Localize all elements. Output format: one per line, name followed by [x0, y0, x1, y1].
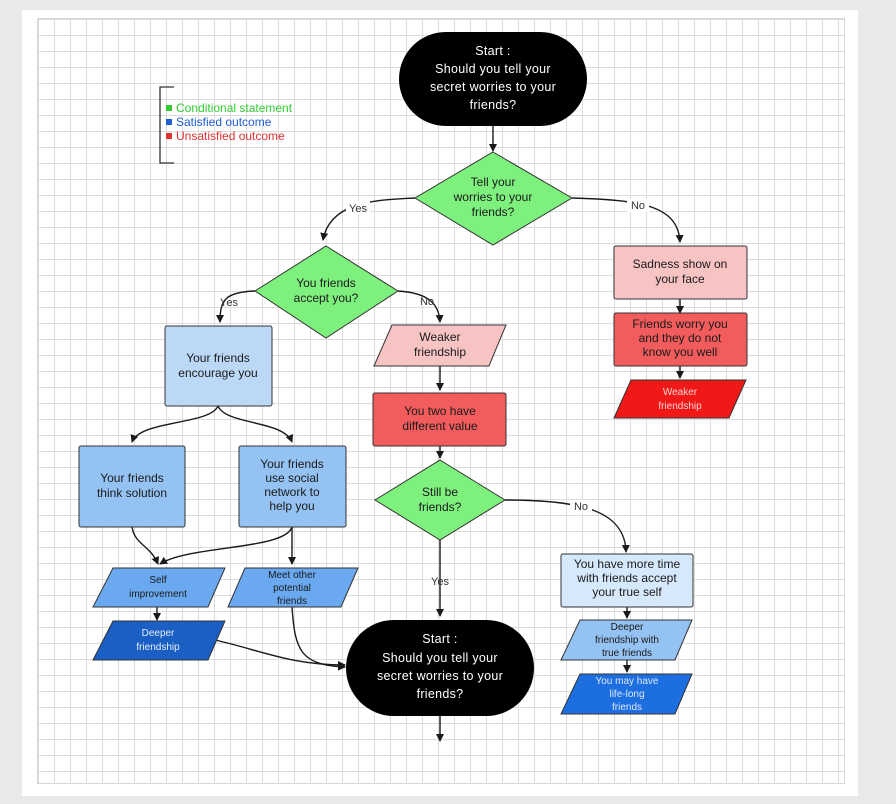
- sadness-line-1: Sadness show on: [633, 257, 728, 271]
- legend-unsatisfied: Unsatisfied outcome: [176, 129, 285, 143]
- legend-satisfied: Satisfied outcome: [176, 115, 272, 129]
- edge-label-no-1: No: [631, 200, 645, 212]
- legend-conditional: Conditional statement: [176, 101, 293, 115]
- think-line-2: think solution: [97, 486, 167, 500]
- edge-label-yes-2: Yes: [220, 297, 238, 309]
- node-weaker-right: Weaker friendship: [613, 379, 747, 419]
- node-sadness: Sadness show on your face: [613, 245, 748, 300]
- edge-tell-no: [571, 197, 684, 243]
- node-self-improvement: Self improvement: [92, 567, 226, 608]
- node-meet-friends: Meet other potential friends: [227, 567, 359, 608]
- edge-label-no-2: No: [420, 296, 434, 308]
- node-deeper-left: Deeper friendship: [92, 620, 226, 661]
- still-line-2: friends?: [419, 500, 462, 514]
- edge-label-yes-3: Yes: [431, 576, 449, 588]
- legend-swatch-conditional: [166, 105, 172, 111]
- edge-label-yes-1: Yes: [349, 203, 367, 215]
- legend-bracket: [159, 86, 174, 164]
- node-still-friends: Still be friends?: [374, 459, 506, 541]
- node-life-long: You may have life-long friends: [560, 673, 693, 715]
- edge-labels: Yes No Yes No Yes No: [220, 199, 649, 588]
- self-line-1: Self: [149, 575, 166, 586]
- edge-accept-yes: [216, 290, 256, 323]
- tell-line-1: Tell your: [471, 175, 516, 189]
- weaker-right-line-2: friendship: [658, 401, 702, 412]
- edge-accept-no: [397, 290, 444, 323]
- tell-line-2: worries to your: [453, 190, 533, 204]
- different-line-1: You two have: [404, 404, 476, 418]
- social-line-3: network to: [264, 485, 320, 499]
- node-weaker-mid: Weaker friendship: [373, 324, 507, 367]
- start-bottom-line-3: secret worries to your: [377, 669, 503, 683]
- think-line-1: Your friends: [100, 471, 164, 485]
- meet-line-1: Meet other: [268, 570, 316, 581]
- start-top-line-3: secret worries to your: [430, 80, 556, 94]
- edge-encourage-think: [130, 405, 219, 443]
- tell-line-3: friends?: [472, 205, 515, 219]
- deeper-true-line-1: Deeper: [611, 622, 644, 633]
- social-line-2: use social: [265, 471, 318, 485]
- lifelong-line-1: You may have: [595, 676, 658, 687]
- weaker-right-line-1: Weaker: [663, 387, 698, 398]
- weaker-mid-line-2: friendship: [414, 345, 466, 359]
- lifelong-line-2: life-long: [609, 689, 644, 700]
- node-worry-not-know: Friends worry you and they do not know y…: [613, 312, 748, 367]
- accept-line-2: accept you?: [294, 291, 359, 305]
- start-top-line-4: friends?: [470, 98, 517, 112]
- node-think-solution: Your friends think solution: [78, 445, 186, 528]
- node-social-network: Your friends use social network to help …: [238, 445, 347, 528]
- accept-line-1: You friends: [296, 276, 356, 290]
- lifelong-line-3: friends: [612, 702, 642, 713]
- deeper-true-line-3: true friends: [602, 648, 652, 659]
- encourage-line-1: Your friends: [186, 351, 250, 365]
- legend-swatch-unsatisfied: [166, 133, 172, 139]
- edge-social-self: [159, 526, 293, 565]
- start-bottom-line-1: Start :: [422, 632, 457, 646]
- weaker-mid-line-1: Weaker: [419, 330, 460, 344]
- node-start-top: Start : Should you tell your secret worr…: [399, 32, 587, 126]
- deeper-left-line-2: friendship: [136, 642, 180, 653]
- node-encourage: Your friends encourage you: [164, 325, 273, 407]
- start-bottom-line-4: friends?: [417, 687, 464, 701]
- meet-line-3: friends: [277, 596, 307, 607]
- start-top-line-1: Start :: [475, 44, 510, 58]
- node-deeper-true: Deeper friendship with true friends: [560, 619, 693, 661]
- deeper-left-line-1: Deeper: [142, 628, 175, 639]
- more-line-2: with friends accept: [576, 571, 677, 585]
- legend-swatch-satisfied: [166, 119, 172, 125]
- more-line-3: your true self: [592, 585, 662, 599]
- more-line-1: You have more time: [574, 557, 681, 571]
- worry-line-1: Friends worry you: [632, 317, 727, 331]
- social-line-1: Your friends: [260, 457, 324, 471]
- edge-deeper-start: [214, 639, 346, 669]
- social-line-4: help you: [269, 499, 314, 513]
- still-line-1: Still be: [422, 485, 458, 499]
- node-tell-worries: Tell your worries to your friends?: [414, 151, 573, 246]
- edge-label-no-3: No: [574, 501, 588, 513]
- edge-think-self: [131, 526, 159, 565]
- deeper-true-line-2: friendship with: [595, 635, 659, 646]
- edge-meet-start: [291, 606, 346, 671]
- node-start-bottom: Start : Should you tell your secret worr…: [346, 620, 534, 716]
- node-different-value: You two have different value: [372, 392, 507, 447]
- legend: Conditional statement Satisfied outcome …: [159, 86, 293, 164]
- start-bottom-line-2: Should you tell your: [382, 651, 498, 665]
- edge-encourage-social: [217, 405, 294, 443]
- worry-line-2: and they do not: [639, 331, 722, 345]
- edges: [130, 126, 684, 742]
- self-line-2: improvement: [129, 589, 187, 600]
- encourage-line-2: encourage you: [178, 366, 257, 380]
- node-accept: You friends accept you?: [254, 245, 399, 339]
- node-more-time: You have more time with friends accept y…: [560, 553, 694, 608]
- sadness-line-2: your face: [655, 272, 705, 286]
- start-top-line-2: Should you tell your: [435, 62, 551, 76]
- edge-still-no: [504, 499, 630, 553]
- different-line-2: different value: [402, 419, 477, 433]
- worry-line-3: know you well: [643, 345, 718, 359]
- meet-line-2: potential: [273, 583, 311, 594]
